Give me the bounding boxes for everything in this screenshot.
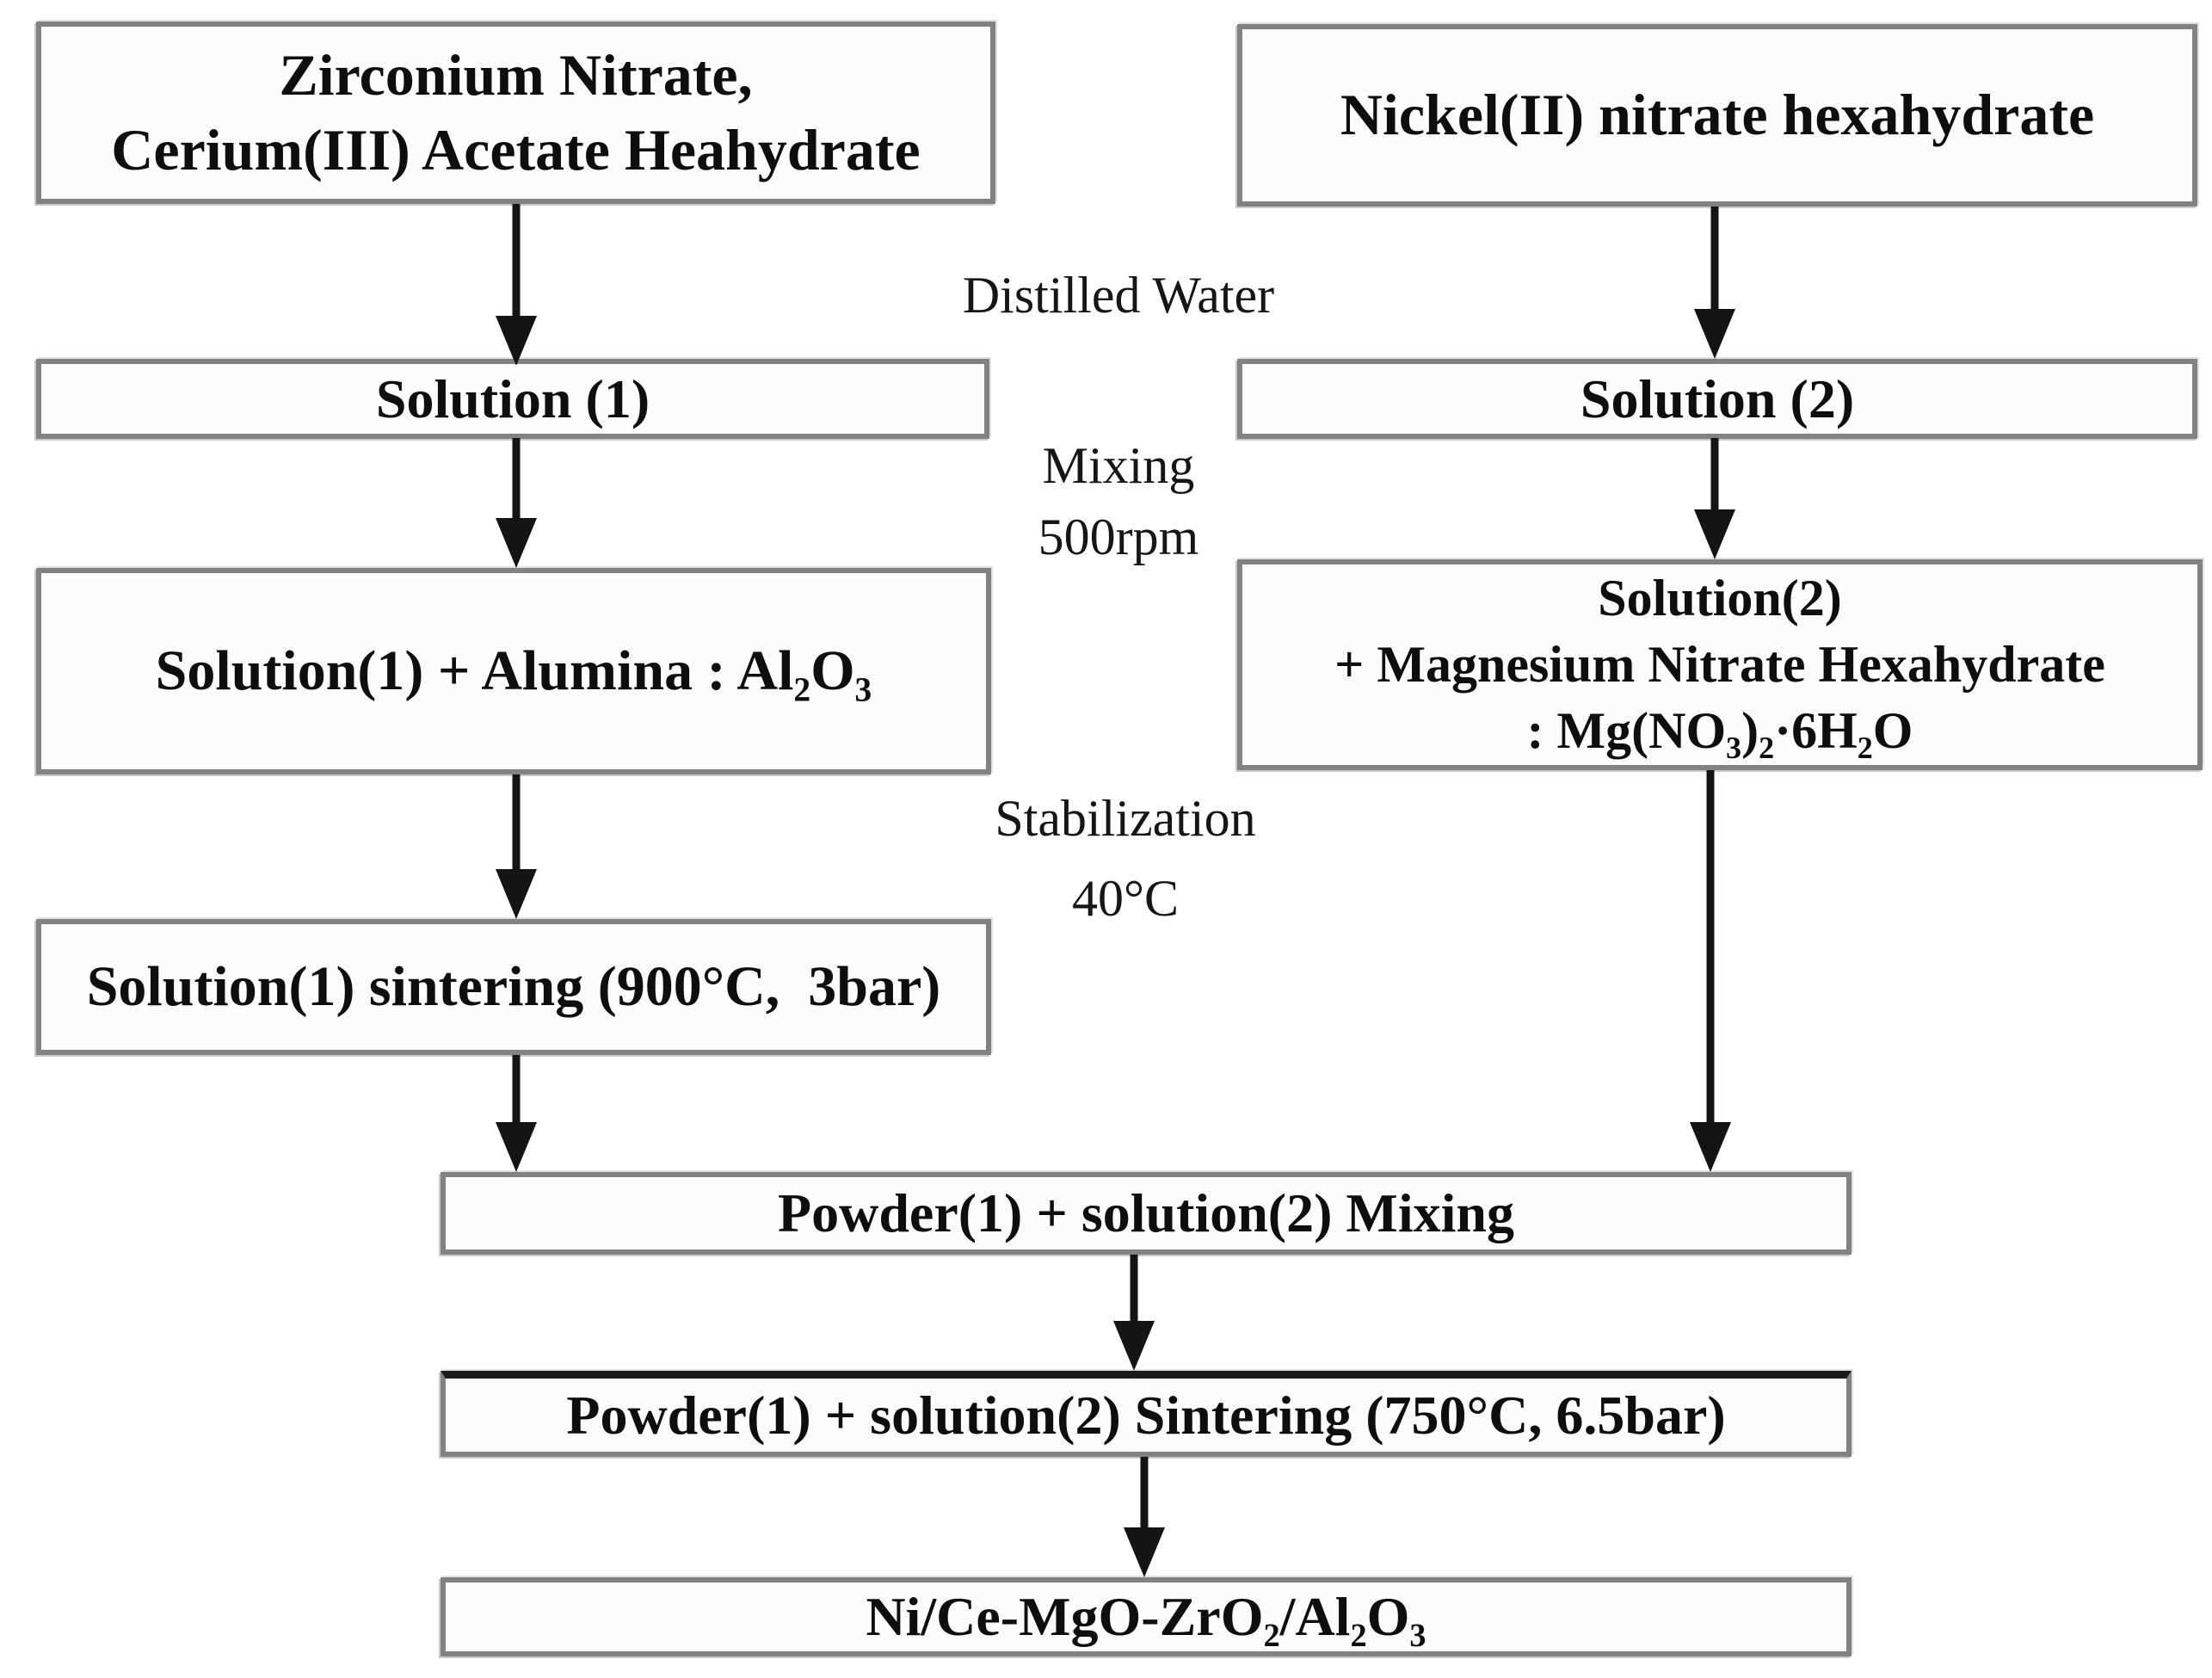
box-solution1-alumina: Solution(1) + Alumina : Al₂O₃ — [36, 568, 991, 774]
arrow-head-icon — [1694, 309, 1735, 359]
box-magnesium-line2: + Magnesium Nitrate Hexahydrate — [1334, 636, 2105, 694]
arrow-shaft — [512, 1055, 521, 1127]
box-sintering1-label: Solution(1) sintering (900°C, 3bar) — [86, 954, 941, 1018]
arrow-shaft — [1140, 1457, 1149, 1533]
box-powder-mixing: Powder(1) + solution(2) Mixing — [441, 1172, 1852, 1255]
arrow-shaft — [1130, 1255, 1138, 1326]
box-final-product: Ni/Ce-MgO-ZrO₂/Al₂O₃ — [441, 1577, 1852, 1656]
label-mixing-500rpm: Mixing 500rpm — [1038, 430, 1199, 573]
arrow-shaft — [1710, 207, 1719, 314]
box-final-product-label: Ni/Ce-MgO-ZrO₂/Al₂O₃ — [866, 1586, 1426, 1648]
arrow-solution2-to-magnesium — [1694, 438, 1735, 559]
arrow-zirconium-to-solution1 — [496, 204, 537, 366]
arrow-head-icon — [496, 316, 537, 366]
arrow-head-icon — [496, 518, 537, 568]
box-powder-sintering-label: Powder(1) + solution(2) Sintering (750°C… — [566, 1384, 1726, 1446]
arrow-magnesium-to-powder-mixing — [1690, 770, 1731, 1172]
arrow-nickel-to-solution2 — [1694, 207, 1735, 359]
box-magnesium-line1: Solution(2) — [1598, 570, 1842, 627]
arrow-shaft — [1710, 438, 1719, 515]
arrow-head-icon — [496, 1122, 537, 1172]
box-zirconium-line2: Cerium(III) Acetate Heahydrate — [111, 117, 921, 182]
label-stabilization-40c: Stabilization 40°C — [995, 779, 1255, 939]
arrow-alumina-to-sintering1 — [496, 774, 537, 919]
label-stabilization-line1: Stabilization — [995, 790, 1256, 847]
arrow-head-icon — [1113, 1321, 1155, 1371]
box-solution2-magnesium: Solution(2) + Magnesium Nitrate Hexahydr… — [1237, 559, 2203, 770]
box-solution1-label: Solution (1) — [375, 367, 650, 429]
box-solution2: Solution (2) — [1237, 359, 2197, 439]
arrow-solution1-to-alumina — [496, 438, 537, 568]
box-nickel-nitrate: Nickel(II) nitrate hexahydrate — [1237, 24, 2197, 207]
box-solution1-sintering: Solution(1) sintering (900°C, 3bar) — [36, 919, 991, 1055]
box-solution2-label: Solution (2) — [1580, 367, 1855, 429]
arrow-head-icon — [496, 869, 537, 919]
arrow-powder-mixing-to-powder-sintering — [1113, 1255, 1155, 1371]
arrow-head-icon — [1694, 509, 1735, 559]
box-alumina-label: Solution(1) + Alumina : Al₂O₃ — [155, 639, 872, 702]
label-mixing-line1: Mixing — [1042, 437, 1195, 494]
arrow-head-icon — [1124, 1527, 1165, 1577]
box-magnesium-line3: : Mg(NO₃)₂·6H₂O — [1526, 701, 1913, 759]
box-zirconium-line1: Zirconium Nitrate, — [279, 41, 753, 108]
label-mixing-line2: 500rpm — [1038, 508, 1199, 565]
arrow-powder-sintering-to-final — [1124, 1457, 1165, 1577]
arrow-shaft — [512, 204, 521, 321]
box-powder-mixing-label: Powder(1) + solution(2) Mixing — [778, 1182, 1514, 1244]
box-solution1: Solution (1) — [36, 359, 989, 439]
arrow-shaft — [1706, 770, 1715, 1127]
arrow-shaft — [512, 774, 521, 874]
box-zirconium-cerium: Zirconium Nitrate, Cerium(III) Acetate H… — [36, 22, 995, 204]
arrow-shaft — [512, 438, 521, 523]
arrow-head-icon — [1690, 1122, 1731, 1172]
label-distilled-water-text: Distilled Water — [962, 267, 1275, 324]
box-nickel-label: Nickel(II) nitrate hexahydrate — [1340, 82, 2095, 148]
label-stabilization-line2: 40°C — [1071, 870, 1179, 927]
box-powder-sintering: Powder(1) + solution(2) Sintering (750°C… — [441, 1371, 1852, 1457]
label-distilled-water: Distilled Water — [963, 258, 1274, 333]
arrow-sintering1-to-powder-mixing — [496, 1055, 537, 1172]
